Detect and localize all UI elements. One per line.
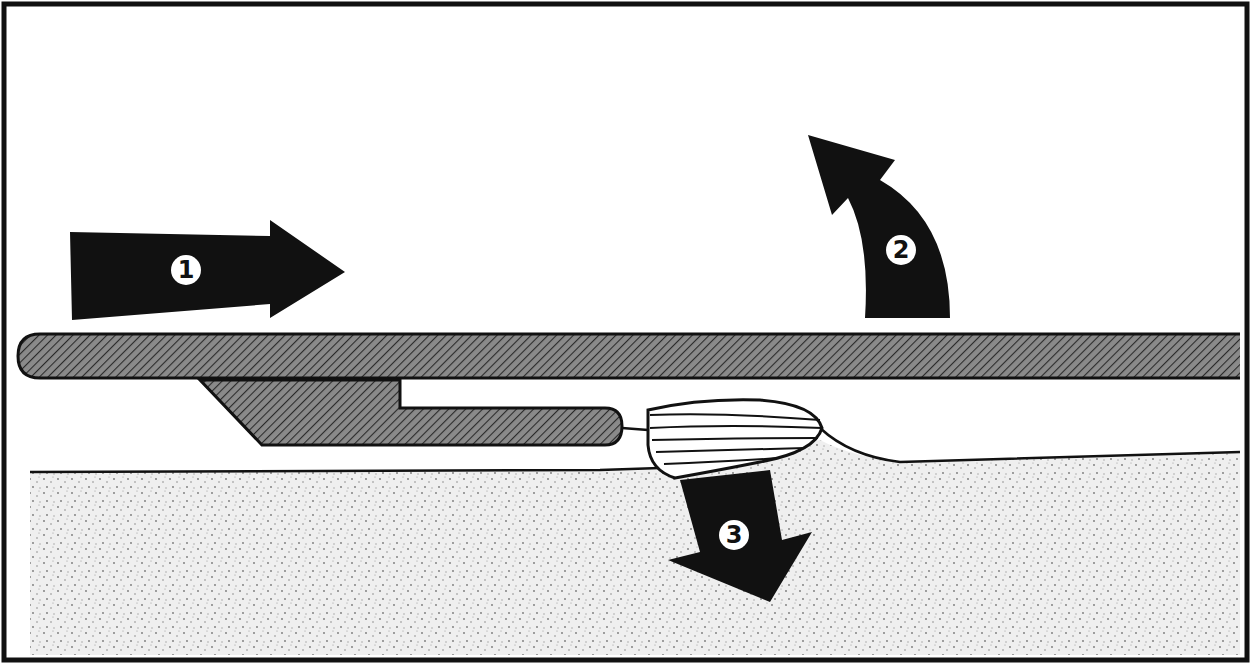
seabed xyxy=(30,440,1240,655)
lever-arrow xyxy=(808,135,950,318)
shell xyxy=(622,400,822,478)
rod xyxy=(18,334,1240,378)
release-arrow xyxy=(668,470,812,602)
pry-arm xyxy=(200,380,622,445)
callout-number: 1 xyxy=(171,255,201,285)
callout-number: 2 xyxy=(886,235,916,265)
ground-line xyxy=(30,468,660,472)
push-arrow xyxy=(70,220,345,320)
ground-line xyxy=(820,428,1240,462)
frame xyxy=(4,4,1247,660)
callout-number: 3 xyxy=(719,520,749,550)
